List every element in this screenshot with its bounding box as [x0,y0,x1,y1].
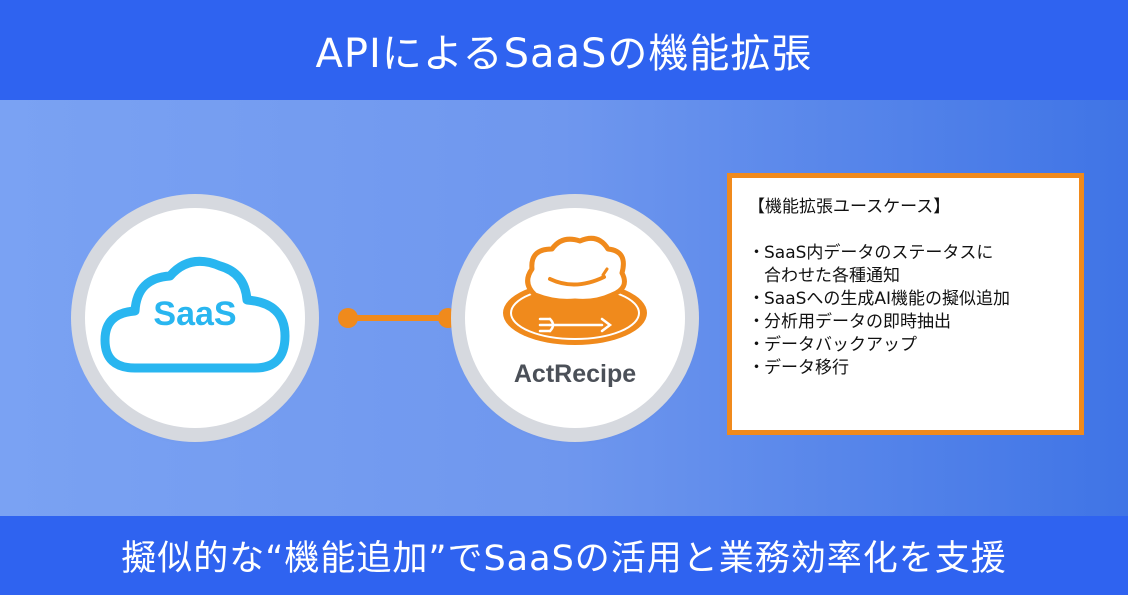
header-banner: APIによるSaaSの機能拡張 [0,0,1128,100]
page-title: APIによるSaaSの機能拡張 [315,31,813,77]
bullet: ・ [748,243,765,263]
list-item: ・ SaaSへの生成AI機能の擬似追加 [748,288,1063,311]
bullet: ・ [748,335,765,355]
usecase-title: 【機能拡張ユースケース】 [748,197,951,217]
actrecipe-label: ActRecipe [513,360,637,388]
usecase-box: 【機能拡張ユースケース】 ・ SaaS内データのステータスに 合わせた各種通知 … [727,173,1084,435]
bullet: ・ [748,312,765,332]
usecase-text: SaaS内データのステータスに 合わせた各種通知 [764,243,994,286]
list-item: ・ SaaS内データのステータスに 合わせた各種通知 [748,242,1063,288]
saas-circle: SaaS [85,208,305,428]
usecase-text: 分析用データの即時抽出 [764,312,951,332]
tagline: 擬似的な“機能追加”でSaaSの活用と業務効率化を支援 [121,539,1007,579]
cloud-icon [100,256,290,373]
chef-hat-icon [525,235,627,304]
list-item: ・ 分析用データの即時抽出 [748,311,1063,334]
bullet: ・ [748,358,765,378]
usecase-list: ・ SaaS内データのステータスに 合わせた各種通知 ・ SaaSへの生成AI機… [748,242,1063,380]
usecase-text: データバックアップ [764,335,917,355]
list-item: ・ データバックアップ [748,334,1063,357]
bullet: ・ [748,289,765,309]
usecase-text: SaaSへの生成AI機能の擬似追加 [764,289,1011,309]
actrecipe-circle: ActRecipe [465,208,685,428]
connector-link [338,308,458,328]
fork-icon [538,317,613,333]
usecase-text: データ移行 [764,358,849,378]
saas-label: SaaS [153,295,237,333]
actrecipe-logo [503,235,647,345]
footer-banner: 擬似的な“機能追加”でSaaSの活用と業務効率化を支援 [0,516,1128,595]
list-item: ・ データ移行 [748,357,1063,380]
